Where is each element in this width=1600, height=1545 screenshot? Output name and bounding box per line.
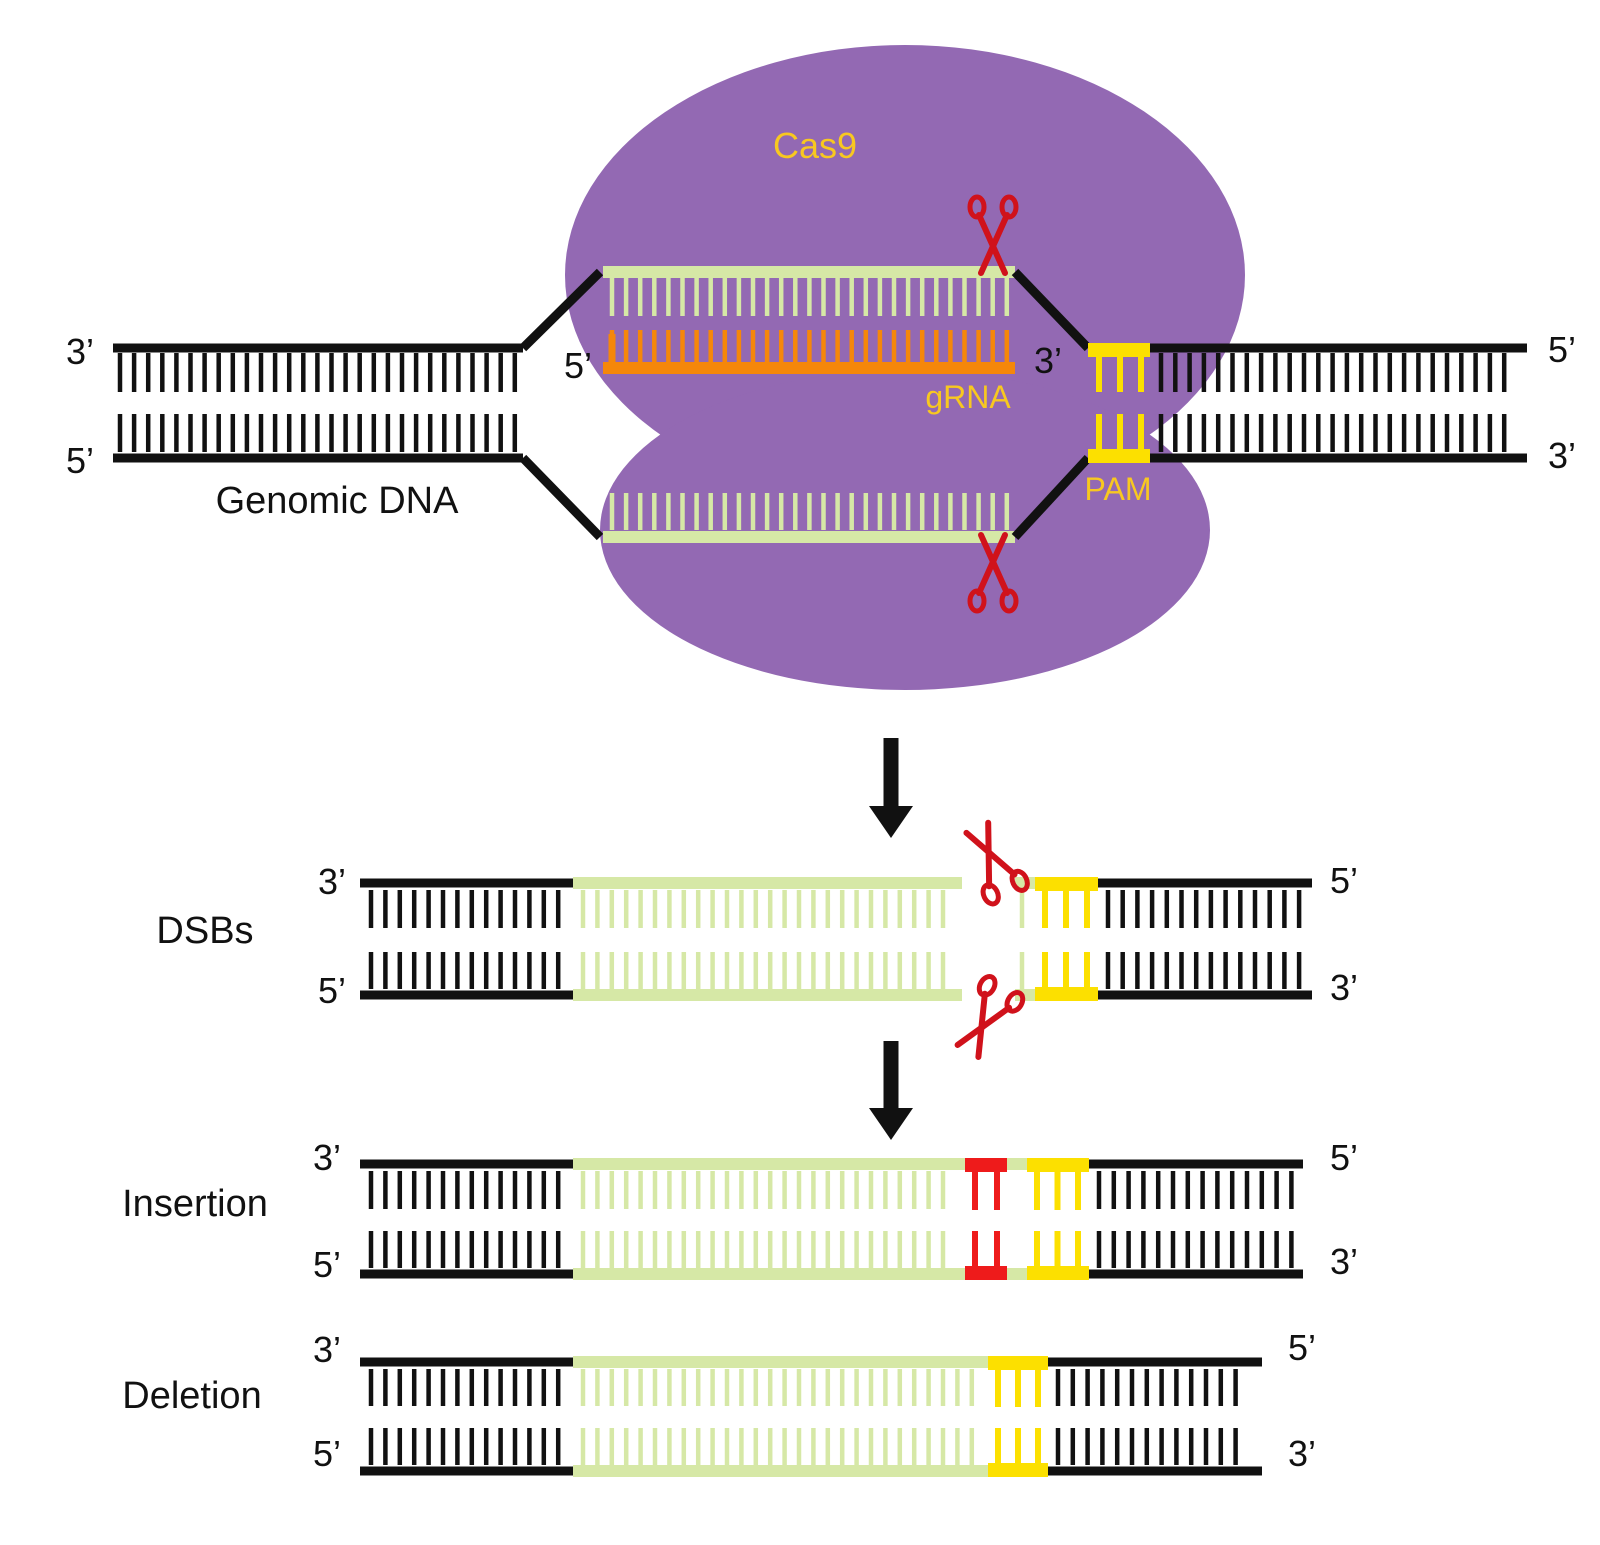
dsbs-end-top-left: 3’ [318,861,346,902]
dsbs-end-bottom-left: 5’ [318,970,346,1011]
cas9-label: Cas9 [773,125,857,166]
unwound-strand-left-top [519,268,604,352]
pam-label: PAM [1085,471,1152,507]
end-label-bottom-left: 5’ [66,440,94,481]
dsbs-end-top-right: 5’ [1330,860,1358,901]
insertion-end-bottom-right: 3’ [1330,1241,1358,1282]
unwound-strand-left-bottom [519,454,604,541]
insertion-end-top-left: 3’ [313,1137,341,1178]
grna-end-3: 3’ [1034,340,1062,381]
scissors-icon [956,818,1030,906]
deletion-end-top-left: 3’ [313,1329,341,1370]
deletion-label: Deletion [122,1375,261,1417]
insertion-end-top-right: 5’ [1330,1137,1358,1178]
unwound-strand-right-bottom [1011,454,1092,541]
grna-label: gRNA [925,379,1011,415]
insertion-label: Insertion [122,1183,268,1225]
end-label-top-right: 5’ [1548,329,1576,370]
grna-end-5: 5’ [564,345,592,386]
end-label-bottom-right: 3’ [1548,435,1576,476]
deletion-end-top-right: 5’ [1288,1327,1316,1368]
end-label-top-left: 3’ [66,331,94,372]
unwound-strand-right-top [1011,268,1092,352]
scissors-icon [948,974,1026,1063]
genomic-dna-label: Genomic DNA [216,480,459,522]
dsbs-end-bottom-right: 3’ [1330,967,1358,1008]
insertion-end-bottom-left: 5’ [313,1244,341,1285]
dna-structure [113,197,1527,1477]
deletion-end-bottom-left: 5’ [313,1433,341,1474]
down-arrow-icon [869,806,913,838]
down-arrow-icon [869,1108,913,1140]
dsbs-label: DSBs [156,910,253,952]
deletion-end-bottom-right: 3’ [1288,1433,1316,1474]
